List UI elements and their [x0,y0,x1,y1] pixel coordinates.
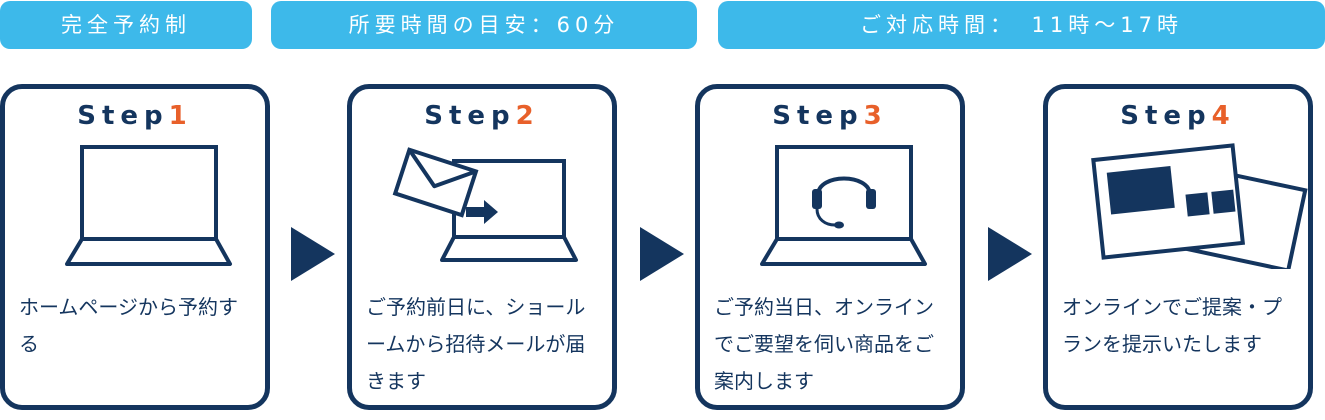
step-number: 4 [1211,101,1236,131]
arrow-right-icon [291,227,335,281]
presentation-slides-icon [1091,143,1308,269]
arrow-right-icon [640,227,684,281]
step-title: Step2 [424,101,540,131]
step-card-1: Step1 ホームページから予約する [0,84,270,410]
arrow-right-icon [988,227,1032,281]
step-title: Step3 [772,101,888,131]
step-description: オンラインでご提案・プランを提示いたします [1062,295,1282,356]
step-title: Step1 [77,101,193,131]
badge-duration: 所要時間の目安：60分 [271,1,697,49]
step-card-3: Step3 ご予約当日、オンラインでご要望を伺い商品をご案内します [695,84,965,410]
laptop-icon [65,145,232,266]
step-description: ご予約前日に、ショールームから招待メールが届きます [366,295,586,393]
step-card-4: Step4 オンラインでご提案・プランを提示いたします [1043,84,1313,410]
step-number: 2 [515,101,540,131]
badge-hours: ご対応時間： 11時〜17時 [718,1,1325,49]
step-description: ホームページから予約する [19,295,238,356]
step-card-2: Step2 ご予約前日に、ショールームから招待メールが届きます [347,84,617,410]
laptop-envelope-icon [392,147,578,262]
step-number: 3 [863,101,888,131]
step-description: ご予約当日、オンラインでご要望を伺い商品をご案内します [714,295,934,393]
step-title: Step4 [1120,101,1236,131]
step-number: 1 [168,101,193,131]
badge-reservation-only: 完全予約制 [0,1,252,49]
laptop-headset-icon [760,145,927,266]
